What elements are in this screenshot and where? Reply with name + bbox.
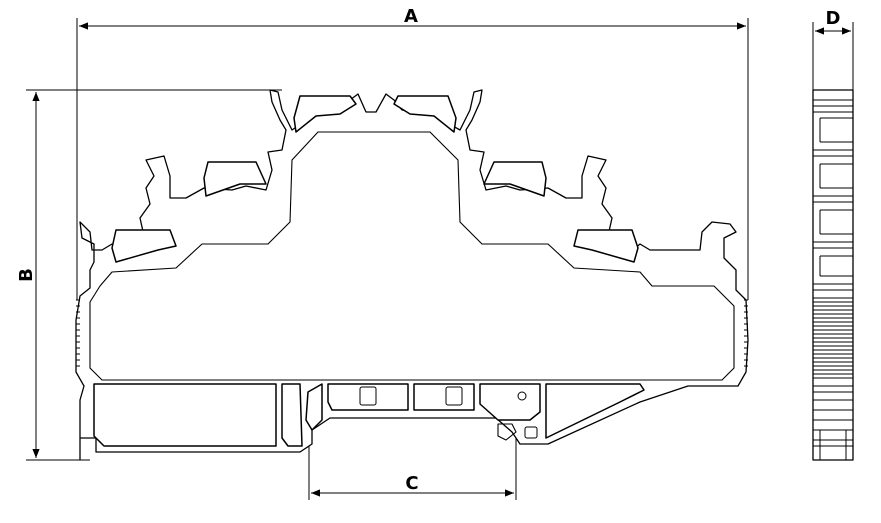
dimension-label-d: D [826, 8, 841, 29]
side-view-notches [813, 99, 853, 291]
dimension-d: D [812, 8, 854, 90]
dimension-c: C [308, 430, 517, 500]
right-edge-hatching [744, 299, 748, 367]
marker-slot-middle-left [203, 161, 267, 197]
dimension-label-c: C [405, 473, 418, 494]
side-view-rib-pattern [813, 297, 853, 379]
bottom-slot-narrow-1 [281, 383, 303, 447]
bottom-slot-narrow-2 [305, 383, 323, 431]
main-cavity [89, 131, 735, 381]
dimension-label-b: B [16, 268, 37, 282]
rail-foot-right [497, 423, 517, 441]
marker-slot-lower-left [111, 229, 177, 263]
contact-window-2 [445, 386, 463, 406]
marker-slot-top-right [393, 95, 457, 133]
side-view-outline [812, 89, 854, 461]
marker-slot-lower-right [573, 229, 639, 263]
side-view-base [813, 385, 853, 460]
marker-slot-top-left [293, 95, 357, 133]
front-view-profile [75, 89, 749, 461]
side-view-profile [812, 89, 854, 461]
dimension-b: B [16, 89, 282, 461]
small-window [524, 426, 538, 439]
dimension-a: A [76, 6, 749, 300]
left-edge-hatching [76, 299, 80, 367]
marker-slot-middle-right [483, 161, 547, 197]
bottom-compartment-mid-left [327, 383, 409, 411]
test-socket-hole [517, 391, 527, 401]
bottom-compartment-mid-right [413, 383, 475, 411]
bottom-compartment-wedge [545, 383, 645, 439]
bottom-compartment-left [93, 383, 277, 447]
contact-window-1 [359, 386, 377, 406]
dimension-label-a: A [404, 6, 418, 27]
